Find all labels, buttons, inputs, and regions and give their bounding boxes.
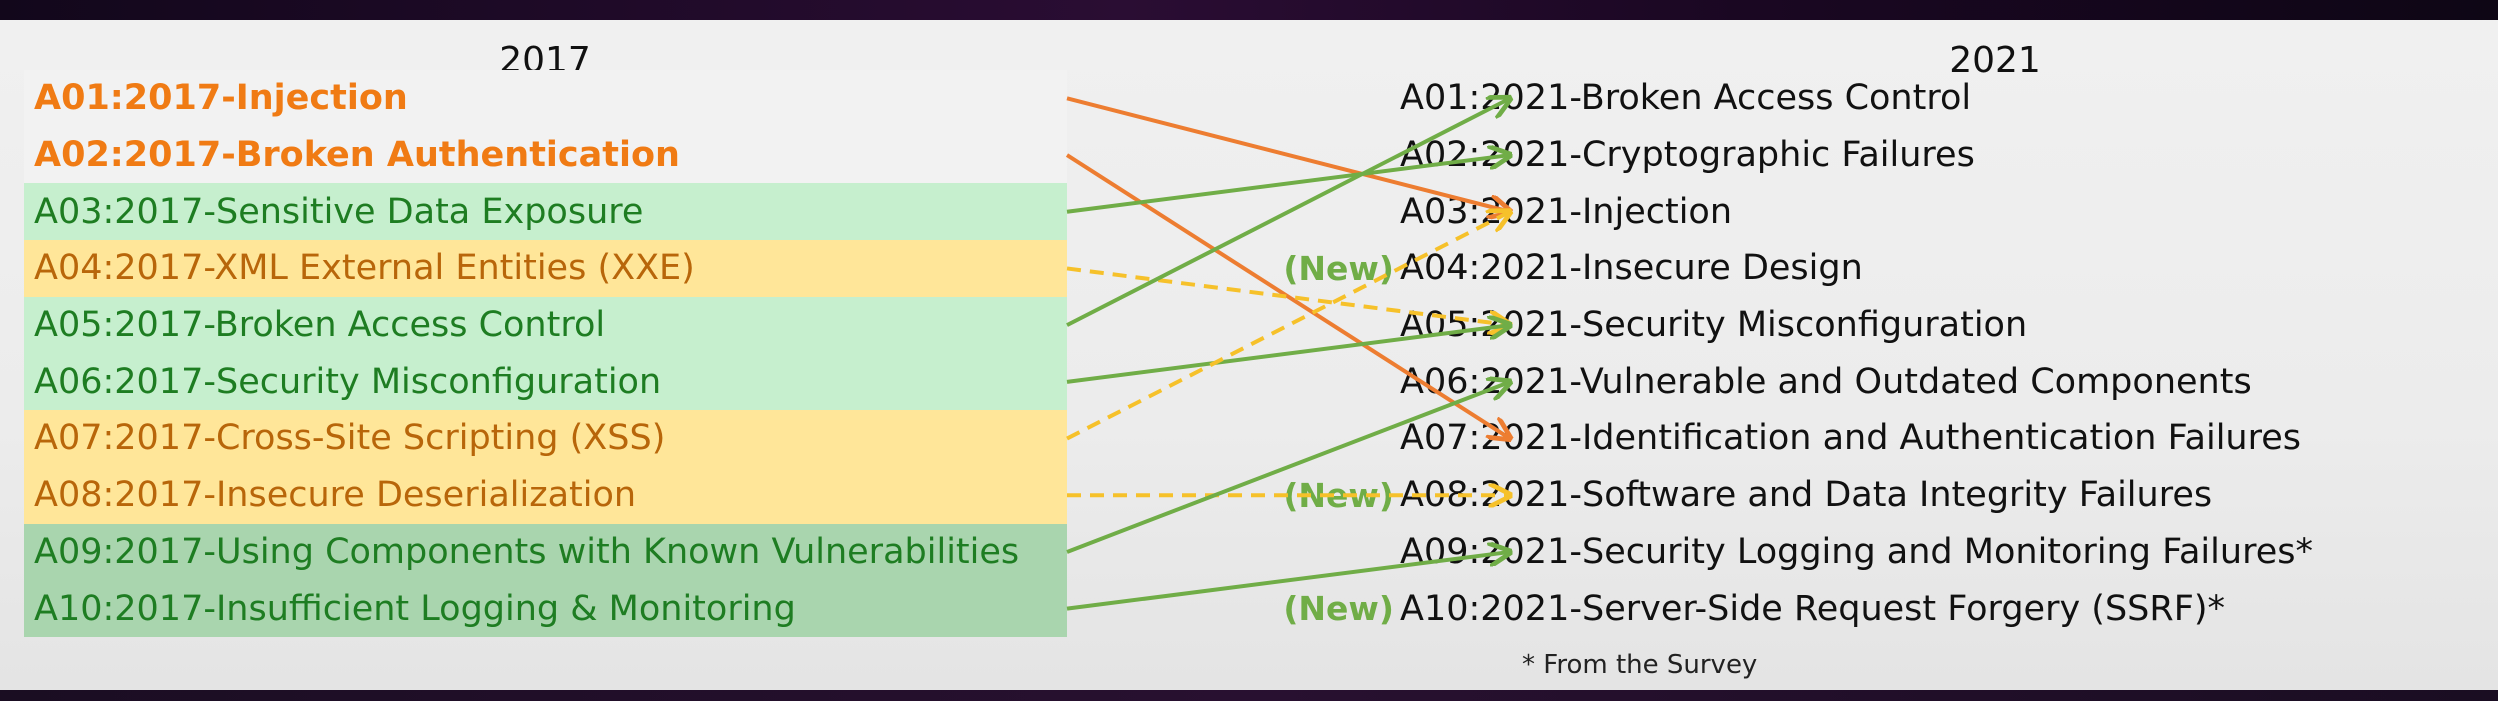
risk-2017-item: A05:2017-Broken Access Control [24, 296, 1067, 354]
risk-2017-item: A07:2017-Cross-Site Scripting (XSS) [24, 410, 1067, 467]
right-year-heading: 2021 [1949, 40, 2041, 81]
risk-2021-item: (New)A10:2021-Server-Side Request Forger… [1283, 580, 2490, 637]
mapping-arrow [1066, 155, 1510, 214]
mapping-arrow [1065, 153, 1510, 439]
risk-2021-label: A07:2021-Identification and Authenticati… [1400, 418, 2301, 459]
top-dark-band [0, 0, 2498, 20]
risk-2017-item: A01:2017-Injection [24, 70, 1067, 127]
risk-2017-item: A09:2017-Using Components with Known Vul… [24, 523, 1067, 581]
mapping-arrow [1066, 98, 1510, 327]
risk-2021-item: A07:2021-Identification and Authenticati… [1400, 410, 2490, 467]
new-badge: (New) [1283, 589, 1394, 629]
mapping-arrow [1066, 325, 1510, 384]
risk-2017-item: A04:2017-XML External Entities (XXE) [24, 240, 1067, 297]
risk-2021-label: A04:2021-Insecure Design [1400, 248, 1863, 289]
risk-2017-item: A08:2017-Insecure Deserialization [24, 466, 1067, 524]
risk-2017-item: A06:2017-Security Misconfiguration [24, 353, 1067, 411]
mapping-arrow [1066, 96, 1510, 211]
risk-2021-label: A09:2021-Security Logging and Monitoring… [1400, 531, 2313, 572]
risk-2021-label: A10:2021-Server-Side Request Forgery (SS… [1400, 588, 2225, 629]
risk-2021-item: (New)A04:2021-Insecure Design [1283, 240, 2490, 297]
risk-2021-label: A06:2021-Vulnerable and Outdated Compone… [1400, 361, 2252, 402]
risk-2017-item: A10:2017-Insufficient Logging & Monitori… [24, 580, 1067, 637]
risk-2021-label: A08:2021-Software and Data Integrity Fai… [1400, 475, 2213, 516]
survey-footnote: * From the Survey [1522, 650, 1758, 680]
mapping-arrow [1066, 212, 1510, 441]
mapping-arrow [1066, 552, 1510, 611]
risk-2017-item: A03:2017-Sensitive Data Exposure [24, 183, 1067, 241]
risk-2021-item: A09:2021-Security Logging and Monitoring… [1400, 524, 2490, 581]
mapping-arrow [1066, 266, 1510, 325]
risk-2021-item: A06:2021-Vulnerable and Outdated Compone… [1400, 353, 2490, 410]
risk-2021-item: (New)A08:2021-Software and Data Integrit… [1283, 467, 2490, 524]
mapping-arrow [1066, 382, 1510, 554]
risk-2017-item: A02:2017-Broken Authentication [24, 126, 1067, 184]
bottom-dark-band [0, 690, 2498, 701]
